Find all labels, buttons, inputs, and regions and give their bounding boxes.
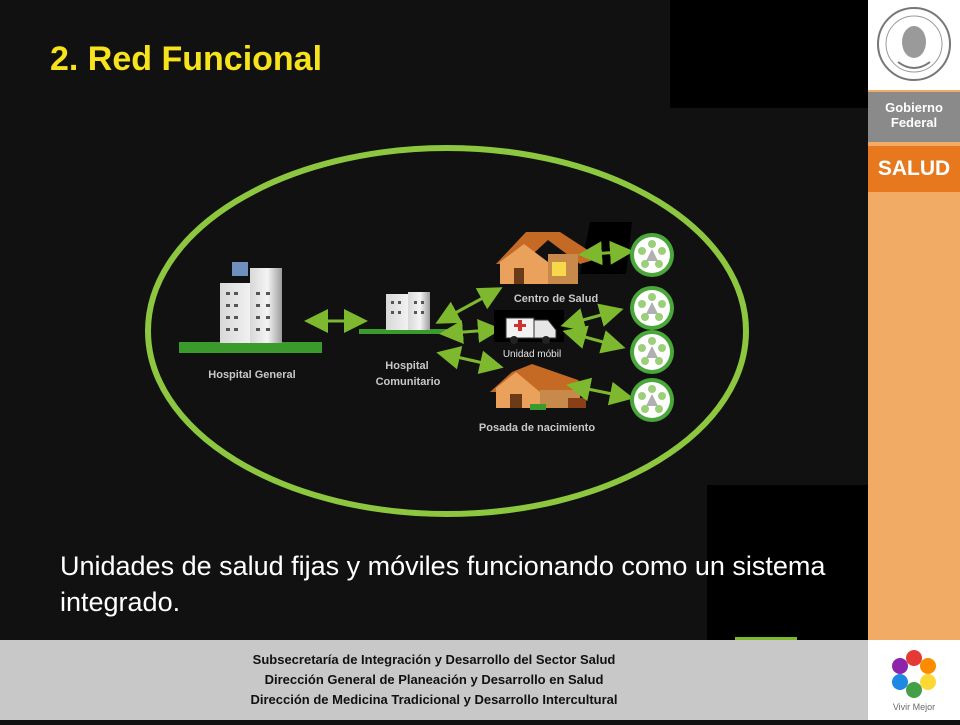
arrow-comunitario-posada [436,345,504,375]
label-hospital-general: Hospital General [208,369,295,381]
label-centro-salud: Centro de Salud [514,293,598,305]
label-hospital-comunitario-1: Hospital [385,360,428,372]
arrow-comunitario-centro [435,287,503,324]
network-ellipse [145,145,749,517]
footer-line2: Dirección General de Planeación y Desarr… [264,672,604,687]
gobierno-line1: Gobierno [885,100,943,115]
posada-house-icon [490,364,588,410]
gobierno-line2: Federal [890,115,938,130]
salud-label: SALUD [868,146,960,192]
slide-caption: Unidades de salud fijas y móviles funcio… [60,551,826,617]
arrow-comunitario-movil [439,318,502,345]
black-block-bottom [707,485,868,640]
footer-line1: Subsecretaría de Integración y Desarroll… [252,652,616,667]
hospital-general-icon [179,262,322,353]
label-posada: Posada de nacimiento [479,422,595,434]
arrow-posada-community [566,377,634,406]
vivir-mejor-logo: Vivir Mejor [868,640,960,720]
network-diagram: Hospital General Hospital Comunitario Ce… [145,145,749,517]
slide-title: 2. Red Funcional [50,40,323,78]
vivir-mejor-label: Vivir Mejor [892,702,936,712]
gobierno-federal-label: Gobierno Federal [868,92,960,142]
community-circle-icon [630,286,674,330]
mexico-seal [868,0,960,90]
footer-line3: Dirección de Medicina Tradicional y Desa… [250,692,618,707]
arrow-movil-community-2 [562,325,626,354]
vivir-mejor-flower-icon [892,650,936,698]
arrow-movil-community-1 [560,303,624,332]
label-hospital-comunitario-2: Comunitario [376,376,441,388]
arrow-centro-community [578,240,634,266]
ambulance-icon [494,310,564,344]
community-circle-icon [630,233,674,277]
shield-seal-icon [877,7,951,81]
footer: Subsecretaría de Integración y Desarroll… [0,640,868,720]
community-circle-icon [630,378,674,422]
black-block-top [670,0,868,108]
hospital-comunitario-icon [359,292,451,334]
community-circle-icon [630,330,674,374]
label-unidad-movil: Unidad móbil [503,349,561,360]
